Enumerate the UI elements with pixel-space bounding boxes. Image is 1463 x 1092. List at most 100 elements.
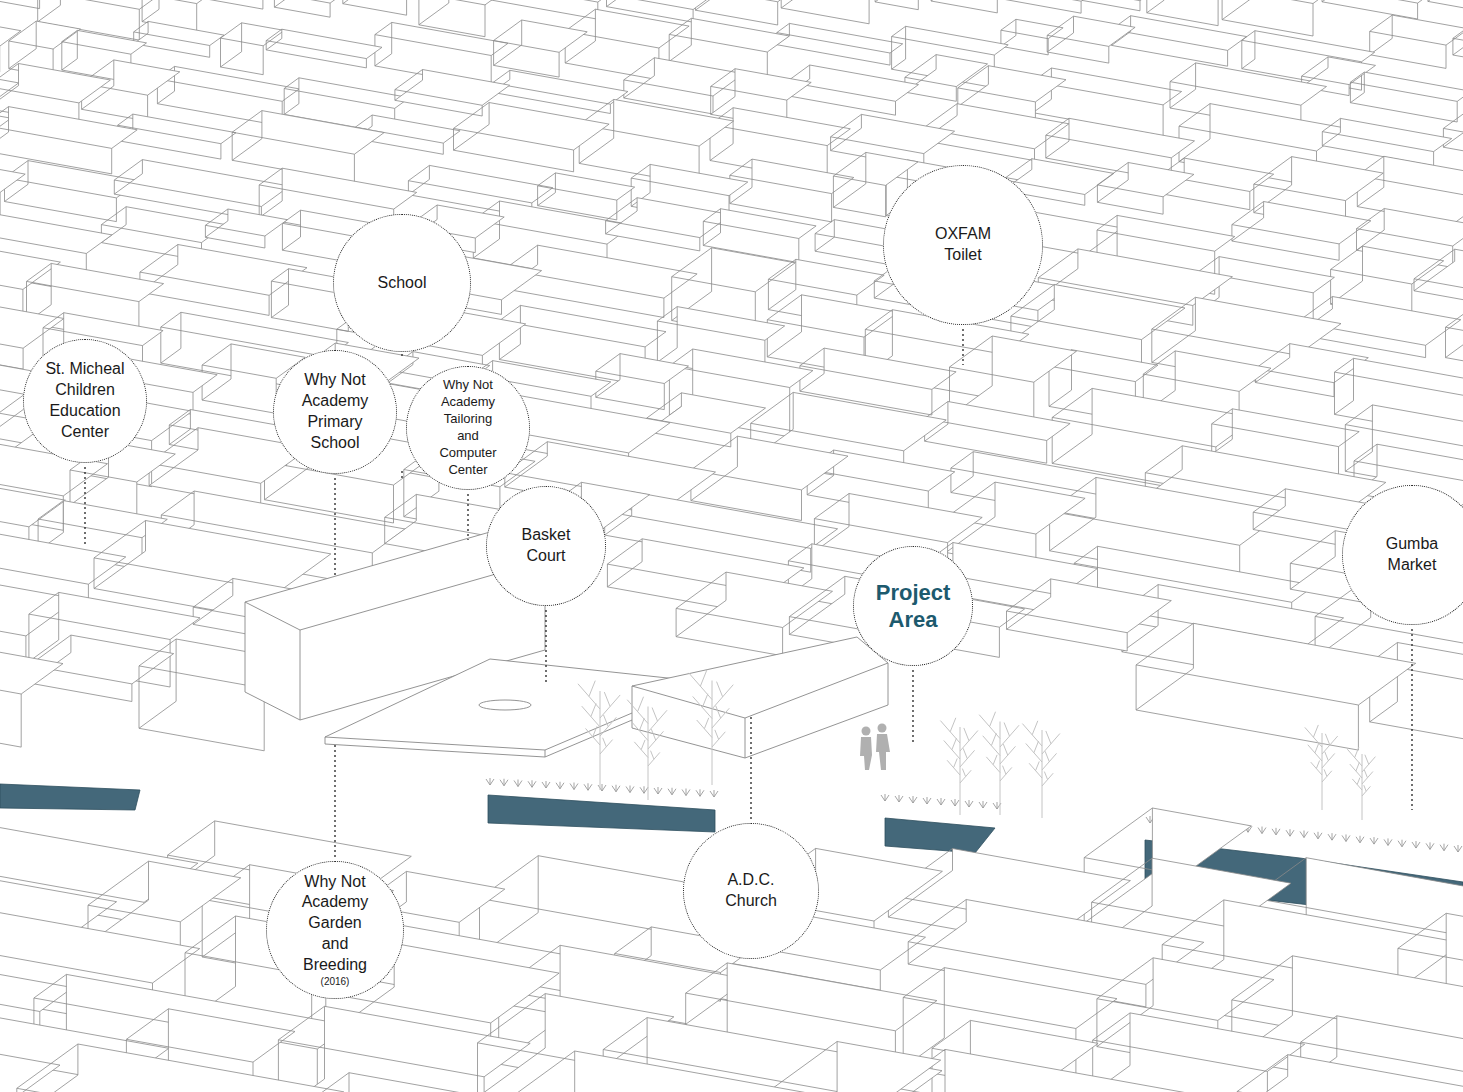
tree [627, 697, 667, 800]
building-edge [1443, 103, 1463, 152]
tree [689, 670, 734, 785]
building-edge [0, 1046, 2, 1092]
building-edge [691, 436, 802, 500]
building-edge [1179, 104, 1317, 162]
building-edge [1237, 1055, 1463, 1092]
callout-label: A.D.C. Church [711, 870, 791, 912]
callout-label: Why Not Academy Garden and Breeding [297, 872, 373, 976]
building-edge [408, 165, 531, 203]
building [1428, 0, 1463, 16]
building-edge [1255, 344, 1334, 383]
building-edge [1033, 68, 1163, 113]
building-edge [1331, 246, 1412, 304]
callout-content: Basket Court [511, 525, 581, 567]
building [1237, 1055, 1463, 1092]
building [875, 0, 941, 10]
building-edge [770, 1042, 874, 1092]
street-furniture [486, 778, 1462, 852]
building-edge [703, 209, 799, 246]
building-edge [1335, 358, 1463, 414]
building [0, 636, 63, 748]
building [1232, 202, 1371, 261]
building-edge [284, 78, 395, 115]
people [860, 724, 890, 771]
building-edge [9, 21, 53, 69]
building-edge [140, 245, 269, 296]
callout-circle: School [333, 214, 471, 352]
callout-circle: Gumba Market [1342, 485, 1463, 625]
building-edge [134, 21, 210, 45]
shrub-row [881, 794, 1001, 809]
building-edge [1370, 15, 1446, 55]
building-edge [205, 209, 265, 237]
callout-circle: Why Not Academy Primary School [273, 350, 397, 474]
building [925, 402, 1071, 464]
building-edge [221, 23, 264, 67]
building-edge [202, 344, 276, 400]
building-edge [893, 1049, 1211, 1092]
building [17, 1044, 344, 1092]
tree [1022, 721, 1060, 818]
building [1007, 579, 1172, 651]
building [343, 0, 430, 15]
building-edge [274, 0, 330, 7]
callout-label: St. Micheal Children Education Center [38, 359, 133, 442]
building [0, 1046, 60, 1092]
building-edge [1302, 57, 1350, 87]
callout-circle: Project Area [853, 546, 973, 666]
callout-circle: A.D.C. Church [683, 823, 819, 959]
building-edge [1001, 19, 1048, 46]
building [1443, 103, 1463, 171]
building-edge [1322, 118, 1433, 151]
building-edge [483, 0, 598, 2]
building [1255, 344, 1368, 397]
building [454, 103, 610, 172]
callout-content: Why Not Academy Primary School [295, 370, 375, 453]
year-note: (2016) [297, 975, 373, 988]
building-edge [831, 114, 924, 153]
building-edge [101, 207, 201, 243]
building-edge [266, 29, 366, 58]
building [494, 20, 588, 77]
building [1370, 15, 1463, 68]
building-edge [0, 64, 79, 109]
building-edge [1050, 477, 1240, 550]
building [118, 114, 236, 159]
callout-label: Basket Court [511, 525, 581, 567]
building-edge [800, 348, 932, 391]
building-edge [0, 295, 23, 349]
building-edge [1170, 63, 1301, 108]
building [1350, 72, 1463, 122]
building-edge [1357, 209, 1453, 251]
building-edge [1414, 249, 1463, 307]
building-edge [94, 521, 279, 592]
building [266, 29, 382, 68]
building [134, 21, 224, 57]
building-edge [0, 162, 1, 210]
building-edge [1007, 579, 1128, 633]
building-edge [1046, 118, 1172, 158]
callout-label: Why Not Academy Tailoring and Computer C… [432, 377, 504, 478]
building [316, 1073, 546, 1092]
building-edge [1232, 202, 1339, 244]
callout-label: Gumba Market [1377, 534, 1447, 576]
building [770, 1042, 941, 1092]
callout-label: School [362, 273, 442, 294]
callout-content: A.D.C. Church [711, 870, 791, 912]
building-edge [711, 69, 787, 115]
building-edge [395, 70, 482, 106]
building [787, 65, 919, 115]
building [781, 0, 887, 24]
building-edge [1446, 304, 1463, 358]
building-edge [710, 108, 827, 161]
building [1093, 1013, 1305, 1092]
building-edge [931, 0, 997, 1]
building-edge [494, 20, 559, 65]
callout-circle: OXFAM Toilet [883, 165, 1043, 325]
building-edge [0, 529, 88, 589]
building-edge [538, 173, 617, 206]
building-edge [1136, 623, 1358, 710]
callout-label: Why Not Academy Primary School [295, 370, 375, 453]
building-edge [232, 111, 354, 161]
